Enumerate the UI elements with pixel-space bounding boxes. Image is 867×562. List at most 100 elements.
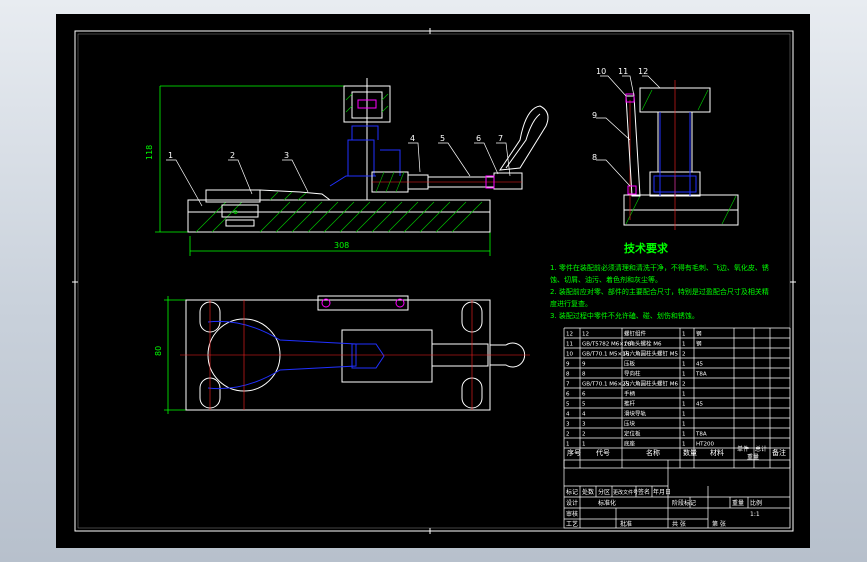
side-leaders — [596, 75, 661, 187]
rev-label-1: 处数 — [582, 488, 594, 496]
bom-cell: 5 — [566, 402, 570, 408]
tb-weight: 重量 — [732, 499, 744, 507]
bom-cell: HT200 — [696, 442, 714, 448]
bom-cell: 内六角圆柱头螺钉 M5 — [624, 350, 678, 358]
bom-cell: 1 — [682, 342, 686, 348]
bom-cell: 底座 — [624, 440, 636, 448]
bom-cell: 压板 — [624, 360, 636, 368]
bom-cell: 45 — [696, 362, 703, 368]
bom-cell: 螺钉组件 — [624, 330, 647, 338]
drawing-frame — [72, 28, 796, 534]
callout-8: 8 — [592, 153, 597, 162]
notes-line-5: 3. 装配过程中零件不允许磕、碰、划伤和锈蚀。 — [550, 311, 699, 320]
bom-cell: 1 — [682, 362, 686, 368]
base-hatch — [195, 201, 483, 233]
bom-cell: 9 — [566, 362, 570, 368]
bom-cell: 8 — [582, 372, 586, 378]
callout-10: 10 — [596, 67, 606, 76]
tb-scale-value: 1:1 — [750, 511, 760, 518]
notes-line-2: 蚀、切屑、油污、着色剂和灰尘等。 — [550, 275, 662, 284]
rev-label-3: 更改文件号 — [613, 489, 638, 496]
bom-cell: 1 — [682, 422, 686, 428]
title-block: 标记 处数 分区 更改文件号 签名 年月日 设计 标准化 阶段标记 重量 比例 … — [563, 459, 791, 529]
bom-cell: 钢 — [696, 340, 702, 348]
top-view: 80 — [154, 295, 530, 414]
side-view — [596, 75, 739, 230]
bom-cell: 钢 — [696, 330, 702, 338]
dim-length: 308 — [334, 241, 349, 250]
bom-cell: 2 — [682, 352, 686, 358]
bom-header-total: 总计 — [755, 445, 767, 453]
tb-sheet-no: 第 张 — [712, 520, 726, 528]
callout-5: 5 — [440, 134, 445, 143]
tb-design: 设计 — [566, 499, 578, 507]
notes-line-3: 2. 装配前应对零、部件的主要配合尺寸，特别是过盈配合尺寸及相关精 — [550, 287, 769, 296]
bom-cell: 12 — [566, 332, 573, 338]
column-highlight — [357, 99, 377, 109]
pressure-block — [259, 189, 331, 201]
bom-cell: 6 — [582, 392, 586, 398]
bom-cell: 11 — [566, 342, 573, 348]
bom-cell: 1 — [682, 432, 686, 438]
hidden-clamp — [329, 125, 401, 187]
slide-rail — [371, 171, 523, 193]
bom-cell: 1 — [682, 402, 686, 408]
tb-standard: 标准化 — [598, 499, 616, 507]
bom-cell: 滑块导轨 — [624, 410, 647, 418]
tb-process: 工艺 — [566, 520, 578, 528]
notes-line-1: 1. 零件在装配前必须清理和清洗干净，不得有毛刺、飞边、氧化皮、锈 — [550, 263, 769, 272]
bom-cell: 6 — [566, 392, 570, 398]
bom-cell: 1 — [582, 442, 586, 448]
bom-header-qty: 数量 — [683, 448, 697, 457]
callout-4: 4 — [410, 134, 415, 143]
bom-cell: 1 — [682, 412, 686, 418]
bom-cell: 3 — [582, 422, 586, 428]
side-callouts: 10 11 12 9 8 — [592, 67, 648, 162]
notes-heading: 技术要求 — [624, 241, 669, 255]
bom-cell: 7 — [566, 382, 570, 388]
bom-cell: 压块 — [624, 420, 636, 428]
bom-cell: 1 — [682, 332, 686, 338]
callout-11: 11 — [618, 67, 628, 76]
bom-cell: 4 — [582, 412, 586, 418]
bom-cell: GB/T70.1 M5×16 — [582, 352, 630, 358]
rev-label-4: 签名 — [638, 488, 650, 496]
tb-scale: 比例 — [750, 499, 762, 507]
bom-cell: 手柄 — [624, 390, 636, 398]
front-callouts: 1 2 3 4 5 6 7 — [168, 134, 503, 160]
drawing-sheet — [56, 14, 810, 548]
bom-cell: 定位板 — [624, 430, 641, 438]
bom-header: 序号 代号 名称 数量 材料 单件 总计 重量 备注 — [567, 445, 786, 461]
callout-3: 3 — [284, 151, 289, 160]
column — [343, 78, 391, 200]
callout-12: 12 — [638, 67, 648, 76]
notes-line-4: 度进行复查。 — [550, 299, 592, 308]
locating-plate — [205, 189, 261, 227]
bom-cell: 5 — [582, 402, 586, 408]
tb-review: 审核 — [566, 510, 578, 518]
dim-height: 118 — [145, 145, 154, 160]
bom-cell: 3 — [566, 422, 570, 428]
bom-header-code: 代号 — [596, 448, 610, 457]
bom-header-name: 名称 — [646, 448, 660, 457]
bom-cell: 2 — [582, 432, 586, 438]
tb-stage: 阶段标记 — [672, 499, 696, 507]
pressing-plate — [625, 95, 641, 197]
bom-cell: GB/T70.1 M6×25 — [582, 382, 630, 388]
dim-width: 80 — [154, 346, 163, 356]
bom-cell: 导向柱 — [624, 370, 641, 378]
rev-label-2: 分区 — [598, 488, 610, 496]
bom-cell: GB/T5782 M6×16 — [582, 342, 631, 348]
callout-7: 7 — [498, 134, 503, 143]
bom-header-unit: 单件 — [737, 445, 749, 453]
callout-1: 1 — [168, 151, 173, 160]
bom-header-weight: 重量 — [747, 453, 759, 461]
bom-cell: 六角头螺栓 M6 — [624, 340, 662, 348]
bom-cell: 2 — [566, 432, 570, 438]
tb-sheet-total: 共 张 — [672, 520, 686, 528]
bom-cell: 2 — [682, 382, 686, 388]
callout-6: 6 — [476, 134, 481, 143]
technical-notes: 技术要求 1. 零件在装配前必须清理和清洗干净，不得有毛刺、飞边、氧化皮、锈 蚀… — [550, 241, 769, 320]
